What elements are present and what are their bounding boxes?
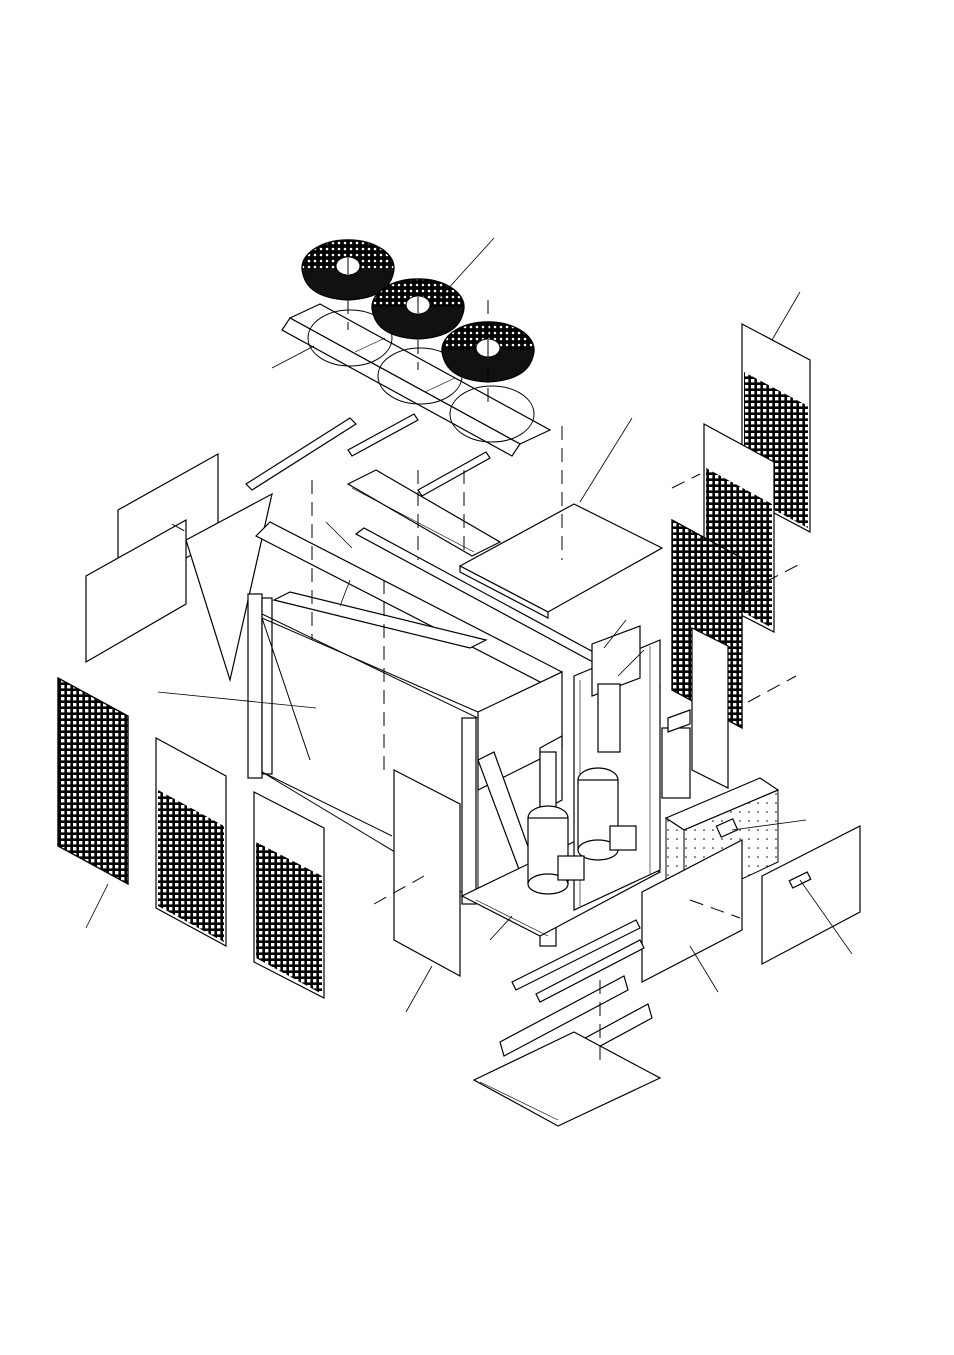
service-panel [393, 769, 461, 978]
leader-lines [85, 237, 853, 1013]
top-rails [245, 413, 502, 557]
assembly-centerlines [171, 300, 801, 1064]
top-cover-panel [458, 503, 664, 619]
front-grille-panels [57, 676, 325, 999]
fan-assembly [301, 239, 395, 301]
left-end-panels [85, 452, 273, 683]
base-pan [472, 1031, 662, 1127]
compressor-compartment [527, 625, 691, 895]
fan-deck-panel [281, 303, 552, 457]
right-grille-panels [641, 323, 811, 983]
fan-assembly [371, 278, 465, 340]
